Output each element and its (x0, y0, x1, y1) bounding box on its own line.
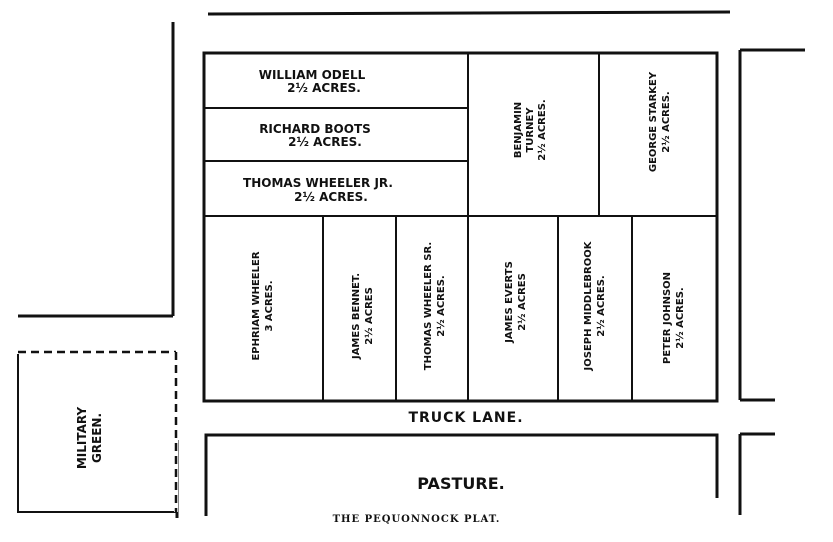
lot-everts-name: JAMES EVERTS (504, 261, 515, 344)
lot-wheeler-sr-name: THOMAS WHEELER SR. (423, 242, 434, 370)
map-caption: THE PEQUONNOCK PLAT. (332, 514, 501, 525)
lot-middlebrook-size: 2½ ACRES. (596, 275, 607, 336)
lot-starkey-size: 2½ ACRES. (661, 91, 672, 152)
lot-odell-size: 2½ ACRES. (287, 81, 361, 95)
lot-wheeler-sr-size: 2½ ACRES. (436, 275, 447, 336)
lot-bennet-size: 2½ ACRES (364, 287, 375, 345)
military-green-line1: MILITARY (75, 407, 89, 470)
lot-boots-size: 2½ ACRES. (288, 135, 362, 149)
lot-ephriam-name: EPHRIAM WHEELER (251, 251, 262, 360)
lot-bennet-name: JAMES BENNET. (351, 273, 362, 360)
lot-bennet-label: JAMES BENNET. 2½ ACRES (351, 273, 375, 360)
lot-middlebrook-name: JOSEPH MIDDLEBROOK (583, 240, 594, 371)
top-street-line (207, 10, 731, 16)
lot-ephriam-label: EPHRIAM WHEELER 3 ACRES. (251, 251, 275, 360)
lot-johnson-name: PETER JOHNSON (662, 272, 673, 364)
lot-everts-label: JAMES EVERTS 2½ ACRES (504, 261, 528, 344)
lot-turney-line2: TURNEY (525, 107, 536, 153)
pasture-outline (204, 433, 719, 516)
military-green-line2: GREEN. (90, 413, 104, 463)
lot-boots-name: RICHARD BOOTS (259, 122, 371, 136)
lot-wheeler-sr-label: THOMAS WHEELER SR. 2½ ACRES. (423, 242, 447, 370)
lot-ephriam-size: 3 ACRES. (264, 280, 275, 331)
lot-starkey-label: GEORGE STARKEY 2½ ACRES. (648, 71, 672, 172)
lot-middlebrook-label: JOSEPH MIDDLEBROOK 2½ ACRES. (583, 240, 607, 371)
lot-turney-line1: BENJAMIN (513, 102, 524, 158)
lot-johnson-size: 2½ ACRES. (675, 287, 686, 348)
street-label: TRUCK LANE. (408, 410, 523, 426)
lot-turney-line3: 2½ ACRES. (537, 99, 548, 160)
military-green-label: MILITARY GREEN. (75, 407, 104, 470)
lot-starkey-name: GEORGE STARKEY (648, 71, 659, 172)
plat-block-outline (202, 51, 719, 403)
lot-johnson-label: PETER JOHNSON 2½ ACRES. (662, 272, 686, 364)
lot-wheeler-jr-size: 2½ ACRES. (294, 190, 368, 204)
lot-everts-size: 2½ ACRES (517, 273, 528, 331)
pasture-label: PASTURE. (417, 474, 504, 493)
lot-odell-name: WILLIAM ODELL (259, 68, 366, 82)
lot-turney-label: BENJAMIN TURNEY 2½ ACRES. (513, 99, 548, 160)
lot-wheeler-jr-name: THOMAS WHEELER JR. (243, 176, 393, 190)
